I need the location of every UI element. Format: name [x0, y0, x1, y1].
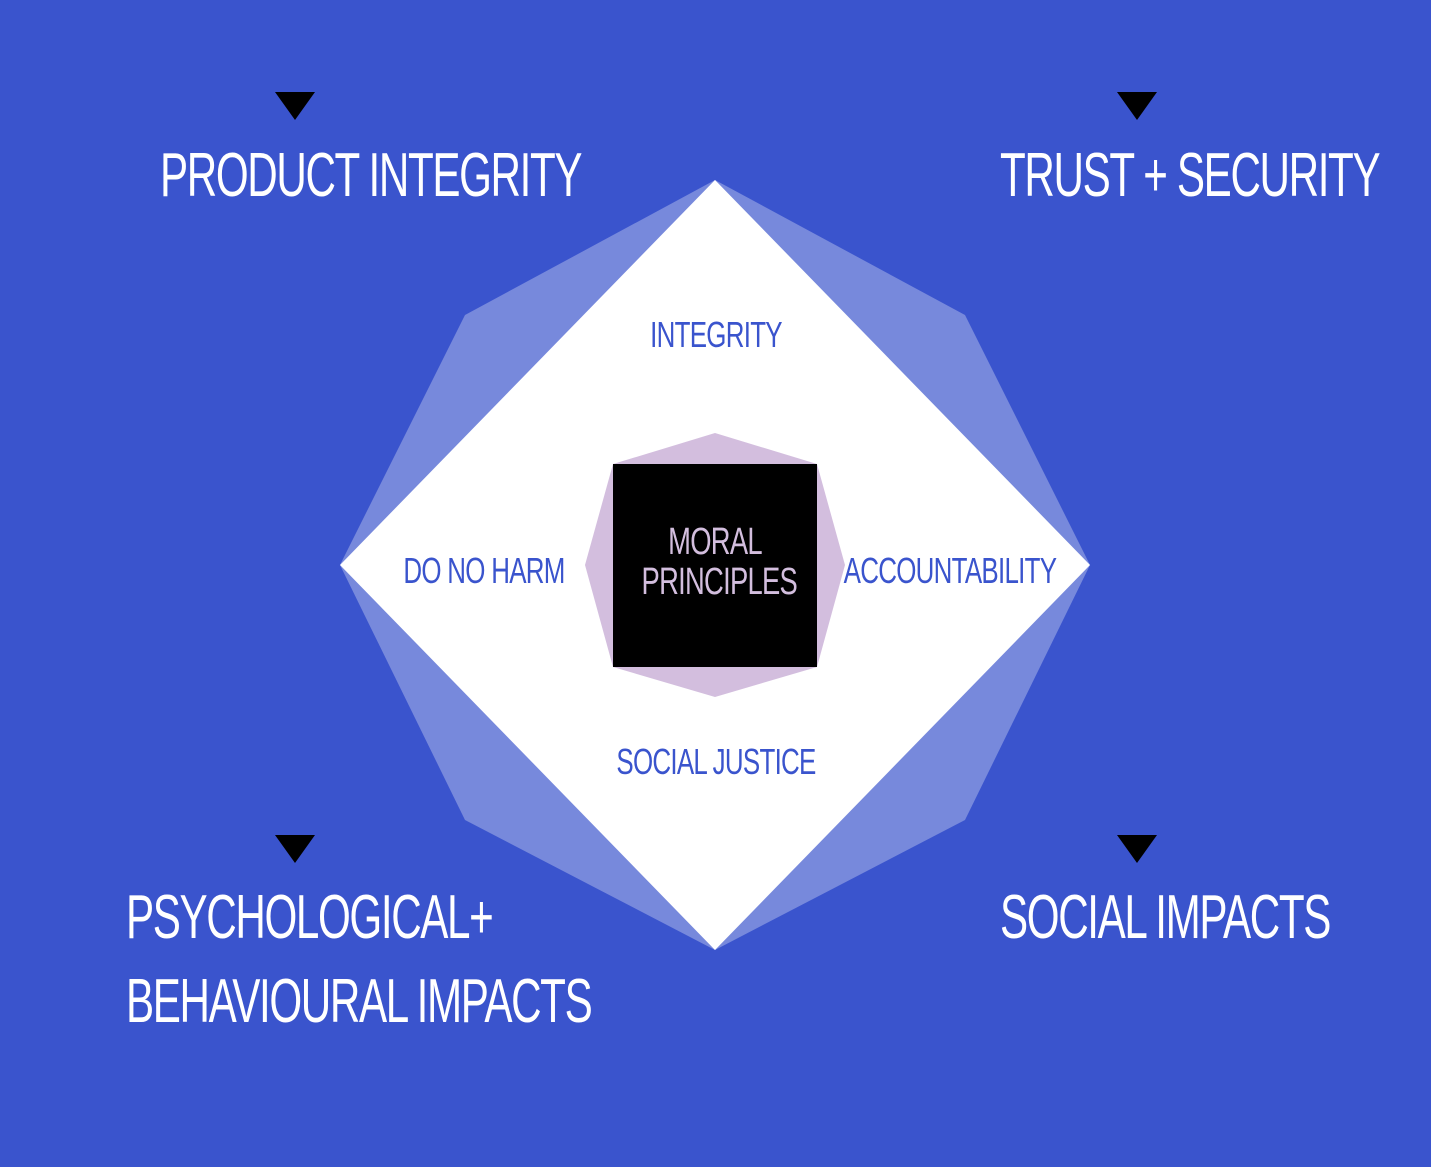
triangle-down-icon: [1117, 92, 1157, 120]
value-label-accountability: ACCOUNTABILITY: [843, 550, 1057, 591]
triangle-down-icon: [1117, 835, 1157, 863]
corner-label-line: TRUST + SECURITY: [1000, 141, 1381, 210]
corner-label-line: SOCIAL IMPACTS: [1000, 883, 1331, 952]
core-label-line: PRINCIPLES: [641, 561, 798, 603]
core-label-line: MORAL: [668, 521, 762, 563]
corner-label-line: PRODUCT INTEGRITY: [160, 141, 583, 210]
corner-label-trust-security: TRUST + SECURITY: [1000, 134, 1381, 218]
core-label: MORAL PRINCIPLES: [641, 521, 798, 603]
corner-label-psychological-behavioural-impacts: PSYCHOLOGICAL+ BEHAVIOURAL IMPACTS: [126, 876, 593, 1044]
triangle-down-icon: [275, 835, 315, 863]
value-label-social-justice: SOCIAL JUSTICE: [616, 741, 816, 782]
corner-label-line: BEHAVIOURAL IMPACTS: [126, 967, 593, 1036]
value-label-integrity: INTEGRITY: [650, 314, 782, 355]
core-moral-principles-box: MORAL PRINCIPLES: [613, 464, 817, 667]
corner-label-social-impacts: SOCIAL IMPACTS: [1000, 876, 1331, 960]
value-label-do-no-harm: DO NO HARM: [403, 550, 565, 591]
triangle-down-icon: [275, 92, 315, 120]
corner-label-line: PSYCHOLOGICAL+: [126, 883, 494, 952]
corner-label-product-integrity: PRODUCT INTEGRITY: [160, 134, 583, 218]
